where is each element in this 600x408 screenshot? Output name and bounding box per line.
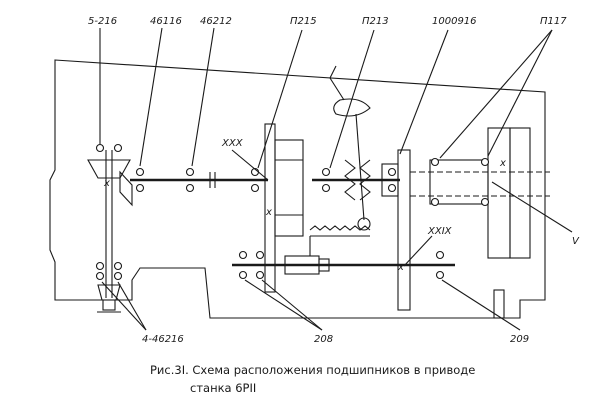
middle-gear: x: [381, 149, 411, 311]
vertical-shaft: x: [87, 143, 133, 313]
label-4-46216: 4-46216: [142, 334, 184, 345]
leader-lines: [99, 27, 573, 331]
label-v: V: [572, 236, 580, 247]
label-p213: П213: [362, 16, 389, 27]
label-209: 209: [510, 334, 529, 345]
svg-text:x: x: [397, 262, 404, 273]
svg-text:x: x: [103, 178, 110, 189]
lower-horizontal-shaft: [232, 225, 455, 280]
svg-text:x: x: [499, 158, 506, 169]
housing-outline: [49, 59, 546, 319]
svg-text:x: x: [265, 207, 272, 218]
figure-caption-line1: Рис.3I. Схема расположения подшипников в…: [150, 363, 475, 377]
label-p215: П215: [290, 16, 317, 27]
label-5-216: 5-216: [88, 16, 117, 27]
figure-caption-line2: станка 6РII: [190, 381, 256, 395]
label-208: 208: [314, 334, 333, 345]
label-46116: 46116: [150, 16, 182, 27]
shift-lever: [312, 65, 400, 231]
gear-block-xxx: x: [264, 123, 304, 293]
label-xxix: XXIX: [427, 226, 453, 237]
label-xxx: XXX: [221, 138, 244, 149]
output-pulley: x: [410, 127, 550, 319]
upper-horizontal-shaft: [130, 167, 268, 193]
label-1000916: 1000916: [432, 16, 477, 27]
label-46212: 46212: [200, 16, 232, 27]
label-p117: П117: [540, 16, 567, 27]
